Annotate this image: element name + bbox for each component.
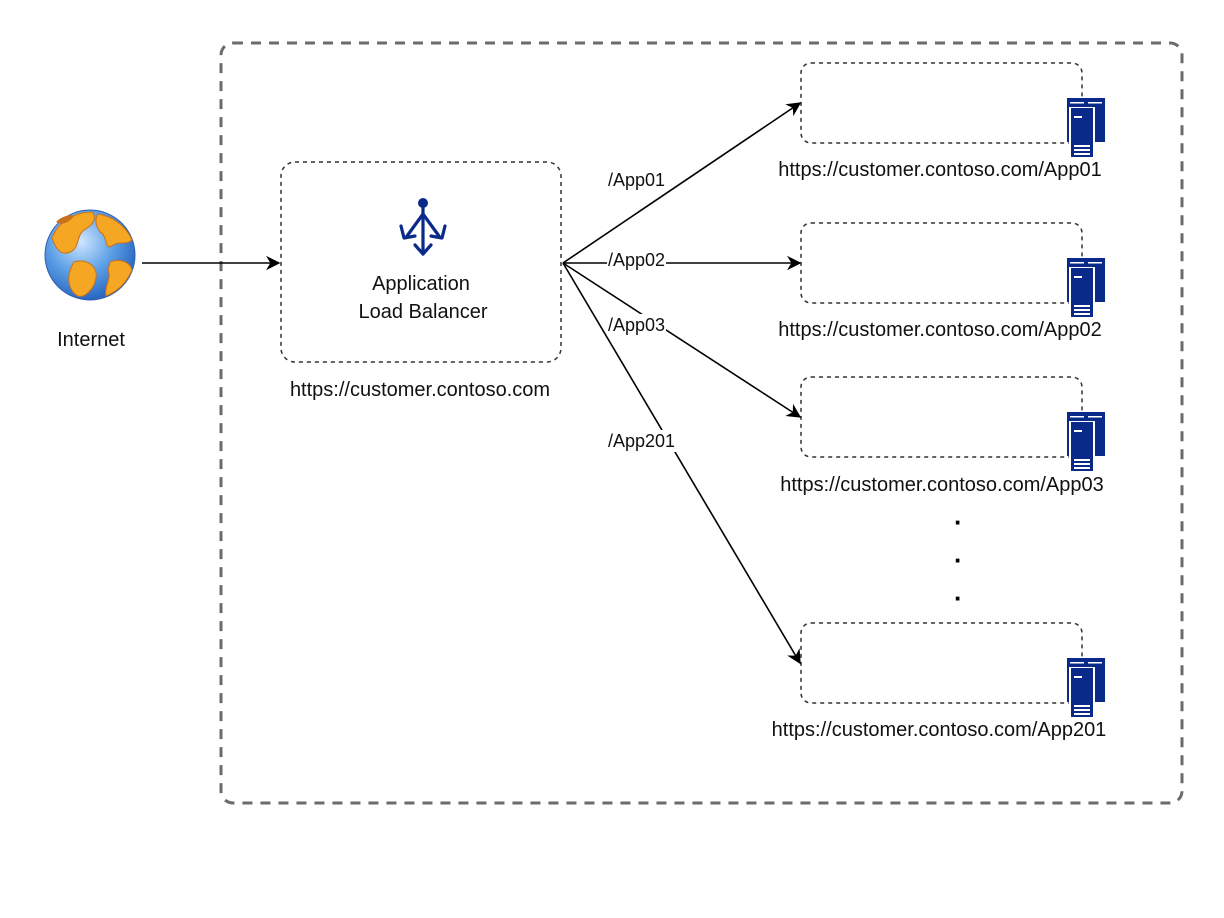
- server-icon-app03: [1067, 412, 1105, 472]
- load-balancer-title-line2: Load Balancer: [358, 301, 488, 323]
- route-label-app03: /App03: [607, 314, 667, 336]
- load-balancer-title-line1: Application: [372, 273, 470, 295]
- app-box-app03: [800, 376, 1083, 458]
- app-url-app201: https://customer.contoso.com/App201: [771, 719, 1107, 741]
- server-icon-app02: [1067, 258, 1105, 318]
- route-label-app201: /App201: [607, 430, 677, 452]
- app-box-app201: [800, 622, 1083, 704]
- server-icon-app201: [1067, 658, 1105, 718]
- app-box-app02: [800, 222, 1083, 304]
- app-box-app01: [800, 62, 1083, 144]
- app-url-app03: https://customer.contoso.com/App03: [780, 474, 1104, 496]
- route-arrow-app01: [562, 102, 802, 264]
- internet-label: Internet: [57, 329, 125, 351]
- route-label-app02: /App02: [607, 249, 667, 271]
- app-url-app01: https://customer.contoso.com/App01: [778, 159, 1102, 181]
- app-url-app02: https://customer.contoso.com/App02: [778, 319, 1102, 341]
- load-balancer-url: https://customer.contoso.com: [289, 379, 551, 401]
- route-arrow-app201: [562, 262, 801, 665]
- load-balancer-icon: [399, 198, 447, 256]
- ellipsis-dot-3: ·: [954, 583, 963, 613]
- load-balancer-container: [280, 161, 562, 363]
- ellipsis-dot-1: ·: [954, 507, 963, 537]
- route-label-app01: /App01: [607, 169, 667, 191]
- ellipsis-dot-2: ·: [954, 545, 963, 575]
- server-icon-app01: [1067, 98, 1105, 158]
- route-arrow-app03: [562, 262, 802, 418]
- globe-icon: [44, 209, 136, 301]
- outer-boundary: [219, 41, 1184, 805]
